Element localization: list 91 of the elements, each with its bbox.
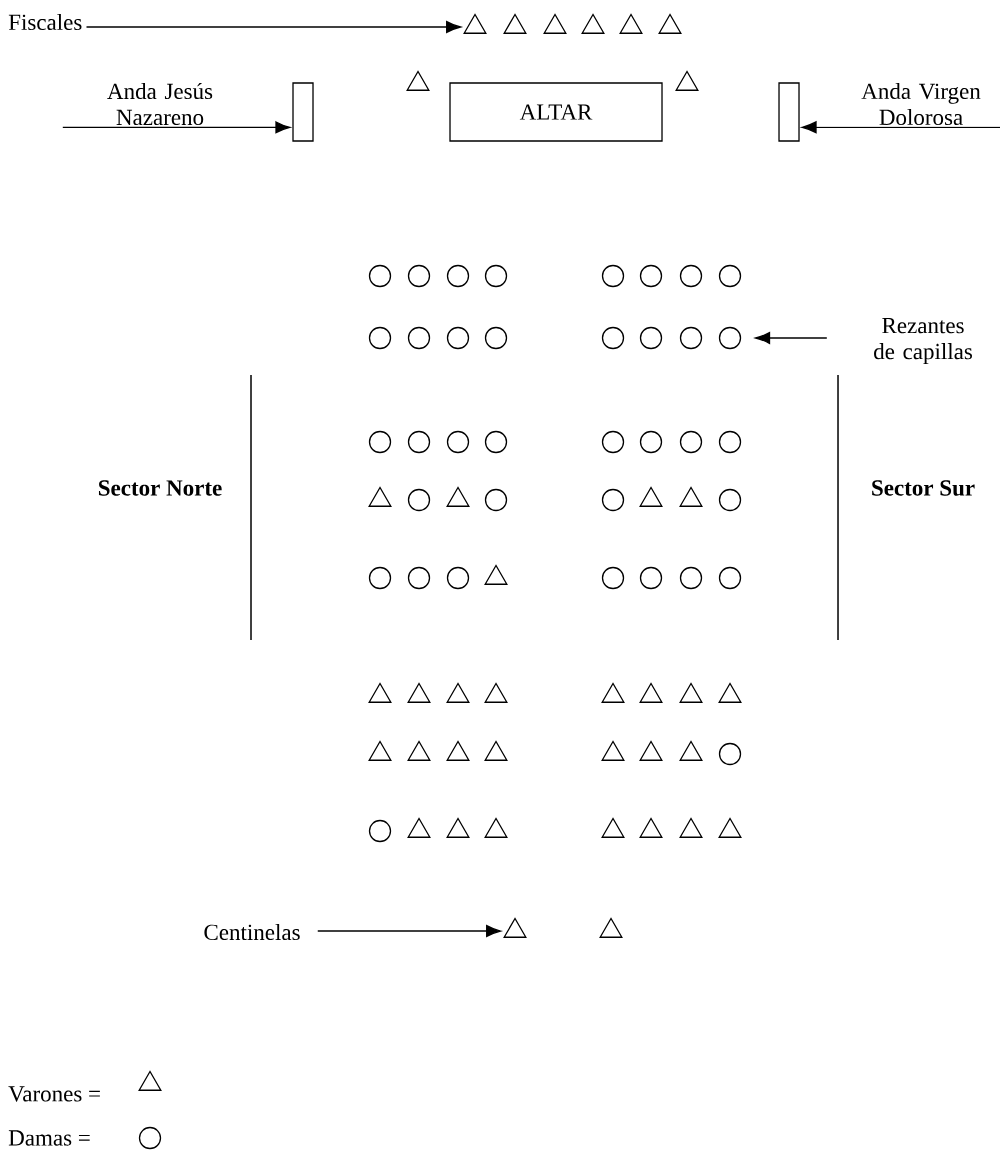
symbol-triangle: [446, 817, 470, 838]
symbol-triangle: [543, 13, 567, 34]
symbol-circle: [446, 430, 470, 454]
symbol-circle: [639, 264, 663, 288]
symbol-triangle: [407, 682, 431, 703]
symbol-triangle: [658, 13, 682, 34]
symbol-circle: [446, 264, 470, 288]
symbol-circle: [407, 488, 431, 512]
symbol-triangle: [675, 70, 699, 91]
symbol-circle: [484, 488, 508, 512]
sector-label: Sector Sur: [872, 480, 975, 496]
symbol-triangle: [446, 682, 470, 703]
symbol-circle: [484, 326, 508, 350]
symbol-triangle: [368, 486, 392, 507]
symbol-triangle: [639, 817, 663, 838]
text-label: Rezantes de capillas: [874, 318, 972, 364]
symbol-circle: [446, 326, 470, 350]
symbol-circle: [601, 326, 625, 350]
symbol-circle: [601, 488, 625, 512]
symbol-circle: [639, 430, 663, 454]
symbol-triangle: [679, 740, 703, 761]
symbol-triangle: [718, 817, 742, 838]
anda-rectangle: [292, 82, 314, 142]
symbol-triangle: [446, 486, 470, 507]
symbol-triangle: [679, 486, 703, 507]
arrow: [85, 21, 462, 33]
symbol-triangle: [679, 682, 703, 703]
symbol-circle: [601, 430, 625, 454]
symbol-triangle: [679, 817, 703, 838]
altar-box: ALTAR: [449, 82, 663, 142]
symbol-triangle: [503, 917, 527, 938]
symbol-circle: [601, 264, 625, 288]
symbol-triangle: [446, 740, 470, 761]
symbol-triangle: [407, 740, 431, 761]
symbol-triangle: [368, 682, 392, 703]
symbol-circle: [718, 566, 742, 590]
text-label: Fiscales: [8, 13, 82, 31]
symbol-triangle: [601, 740, 625, 761]
symbol-triangle: [368, 740, 392, 761]
symbol-triangle: [601, 817, 625, 838]
text-label: Centinelas: [204, 923, 300, 941]
symbol-triangle: [581, 13, 605, 34]
symbol-triangle: [484, 564, 508, 585]
symbol-circle: [679, 326, 703, 350]
symbol-circle: [484, 264, 508, 288]
symbol-triangle: [407, 817, 431, 838]
symbol-circle: [718, 488, 742, 512]
arrow: [317, 925, 502, 937]
symbol-circle: [368, 264, 392, 288]
symbol-triangle: [503, 13, 527, 34]
symbol-circle: [484, 430, 508, 454]
sector-label: Sector Norte: [98, 480, 222, 496]
symbol-circle: [679, 264, 703, 288]
symbol-circle: [679, 566, 703, 590]
symbol-circle: [679, 430, 703, 454]
legend-text: Damas =: [8, 1130, 90, 1146]
symbol-triangle: [601, 682, 625, 703]
symbol-circle: [718, 742, 742, 766]
symbol-triangle: [599, 917, 623, 938]
symbol-circle: [639, 326, 663, 350]
symbol-circle: [407, 430, 431, 454]
text-label: Anda Jesús Nazareno: [107, 82, 213, 126]
symbol-circle: [601, 566, 625, 590]
symbol-triangle: [619, 13, 643, 34]
legend-text: Varones =: [8, 1086, 100, 1102]
symbol-circle: [368, 819, 392, 843]
symbol-triangle: [406, 70, 430, 91]
symbol-circle: [368, 566, 392, 590]
anda-rectangle: [778, 82, 800, 142]
text-label: Anda Virgen Dolorosa: [861, 82, 981, 126]
symbol-circle: [407, 566, 431, 590]
symbol-triangle: [639, 740, 663, 761]
symbol-triangle: [639, 486, 663, 507]
symbol-circle: [368, 326, 392, 350]
arrow: [62, 121, 291, 134]
symbol-triangle: [639, 682, 663, 703]
symbol-circle: [639, 566, 663, 590]
symbol-circle: [718, 430, 742, 454]
symbol-circle: [407, 326, 431, 350]
symbol-circle: [446, 566, 470, 590]
symbol-triangle: [463, 13, 487, 34]
arrow: [801, 121, 1000, 134]
symbol-triangle: [484, 817, 508, 838]
arrow: [755, 332, 828, 344]
symbol-triangle: [718, 682, 742, 703]
symbol-circle: [718, 326, 742, 350]
symbol-triangle: [484, 740, 508, 761]
symbol-triangle: [484, 682, 508, 703]
symbol-circle: [407, 264, 431, 288]
symbol-circle: [718, 264, 742, 288]
symbol-circle: [368, 430, 392, 454]
